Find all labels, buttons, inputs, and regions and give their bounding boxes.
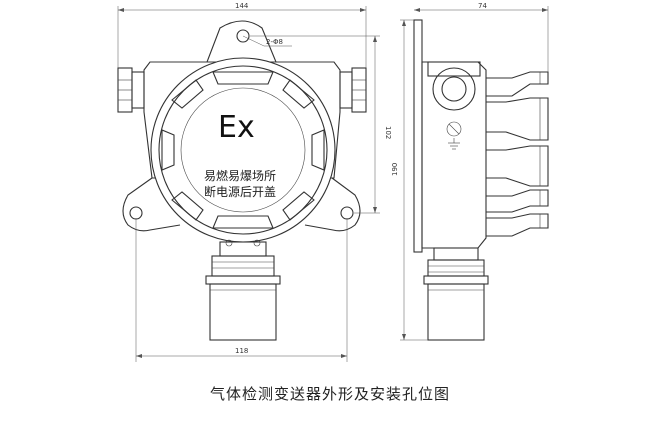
figure-caption: 气体检测变送器外形及安装孔位图 xyxy=(210,385,450,403)
dim-front-width: 144 xyxy=(235,2,249,10)
side-view xyxy=(413,19,549,341)
front-view: Ex 易燃易爆场所 断电源后开盖 xyxy=(117,20,367,341)
ex-mark: Ex xyxy=(218,110,255,145)
right-mount-hole xyxy=(340,206,354,220)
side-dimensions: 74 190 xyxy=(391,2,549,341)
dim-total-height: 190 xyxy=(391,163,399,176)
warning-line-1: 易燃易爆场所 xyxy=(204,168,276,183)
warning-line-2: 断电源后开盖 xyxy=(204,184,276,199)
left-mount-hole xyxy=(129,206,143,220)
dim-side-width: 74 xyxy=(478,2,487,10)
dim-hole: 2-Φ8 xyxy=(266,38,283,46)
dim-bottom-width: 118 xyxy=(235,347,248,355)
dim-body-height: 102 xyxy=(384,126,392,139)
front-dimensions: 144 2-Φ8 102 118 xyxy=(117,2,392,362)
